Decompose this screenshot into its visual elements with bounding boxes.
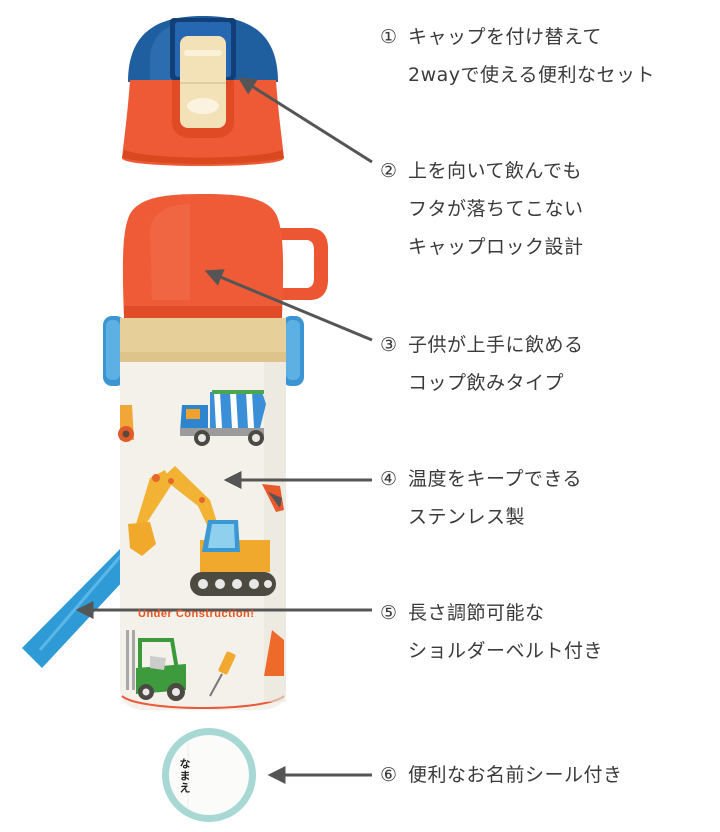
feature-text: フタが落ちてこない [408,198,584,220]
excavator-print [128,466,276,596]
feature-text: キャップロック設計 [408,236,584,258]
feature-number: ② [380,160,398,182]
feature-text: 上を向いて飲んでも [408,160,582,182]
feature-number: ① [380,26,398,48]
cup-lid [122,194,328,318]
arrow-2 [204,269,373,342]
forklift-print [126,630,186,701]
callout-arrows [75,77,373,784]
name-sticker [162,728,256,822]
feature-text: 子供が上手に飲める [408,334,584,356]
feature-4: ④ 温度をキープできる ステンレス製 [380,460,582,536]
feature-2: ② 上を向いて飲んでも フタが落ちてこない キャップロック設計 [380,152,584,266]
bottle-body [118,362,286,710]
feature-5: ⑤ 長さ調節可能な ショルダーベルト付き [380,594,603,670]
arrow-1 [237,77,373,164]
feature-text: キャップを付け替えて [408,26,603,48]
traffic-cone-print [264,630,284,676]
jackhammer-print [209,651,236,697]
shoulder-strap [22,545,124,668]
feature-text: コップ飲みタイプ [408,372,565,394]
feature-text: 2wayで使える便利なセット [408,64,655,86]
feature-text: 長さ調節可能な [408,602,545,624]
feature-6: ⑥ 便利なお名前シール付き [380,756,623,794]
feature-1: ① キャップを付け替えて 2wayで使える便利なセット [380,18,655,94]
feature-number: ⑥ [380,764,398,786]
feature-text: ステンレス製 [408,506,526,528]
feature-text: 温度をキープできる [408,468,582,490]
name-sticker-label: なまえ [178,758,191,794]
dump-truck-print [180,390,266,446]
feature-3: ③ 子供が上手に飲める コップ飲みタイプ [380,326,584,402]
under-construction-print: Under Construction! [138,608,255,620]
feature-text: ショルダーベルト付き [408,640,604,662]
feature-number: ⑤ [380,602,398,624]
spout-cap [122,16,284,166]
feature-text: 便利なお名前シール付き [408,764,623,786]
strap-clips [103,316,304,386]
feature-number: ④ [380,468,398,490]
feature-number: ③ [380,334,398,356]
